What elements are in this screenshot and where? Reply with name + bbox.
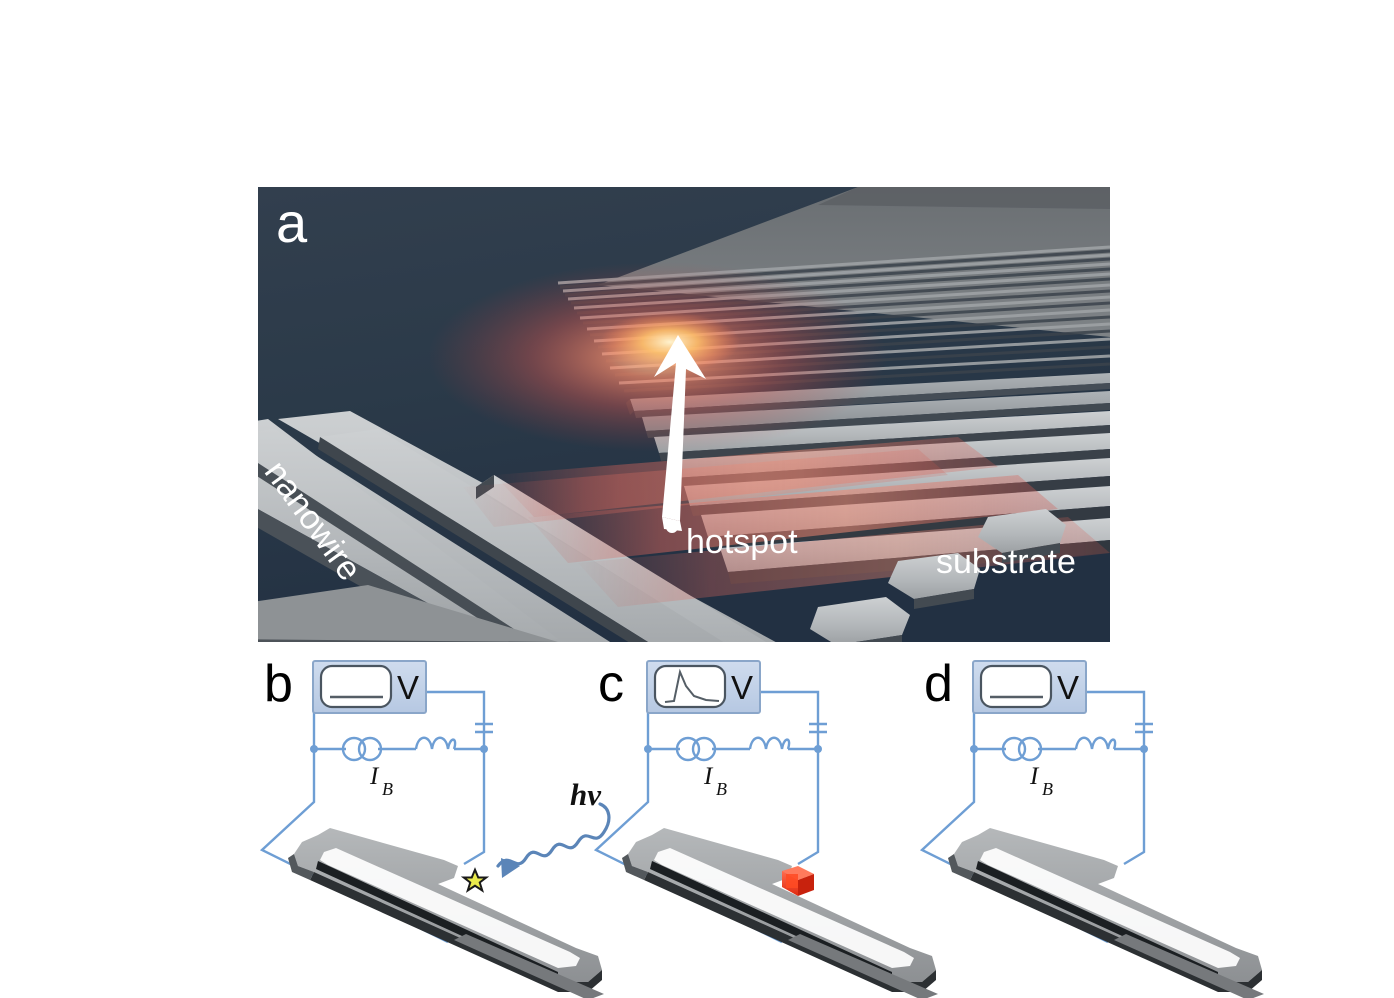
capacitor-icon xyxy=(809,722,827,734)
glow-core xyxy=(600,312,740,372)
inductor xyxy=(414,736,457,750)
voltmeter: V xyxy=(646,660,761,714)
node-right xyxy=(814,745,822,753)
panel-c-circuit: V I B xyxy=(592,652,952,998)
current-source xyxy=(341,736,383,762)
panel-d-circuit: V I B d xyxy=(918,652,1278,998)
voltmeter: V xyxy=(312,660,427,714)
bias-current-label: I xyxy=(703,763,714,790)
panel-a-illustration: a nanowire hotspot substrate xyxy=(258,187,1110,642)
bias-current-sub: B xyxy=(382,779,393,799)
left-plate xyxy=(258,585,558,642)
voltmeter: V xyxy=(972,660,1087,714)
bias-current-label: I xyxy=(1029,763,1040,790)
photon-wave xyxy=(496,802,611,868)
node-left xyxy=(644,745,652,753)
capacitor-icon xyxy=(1135,722,1153,734)
bias-current-label: I xyxy=(369,763,380,790)
red-glow xyxy=(463,437,1110,607)
voltmeter-trace-pulse xyxy=(664,668,720,703)
lower-right-turns xyxy=(810,509,1066,642)
label-substrate: substrate xyxy=(936,543,1076,581)
photon-energy-label: hv xyxy=(570,777,601,812)
node-left xyxy=(310,745,318,753)
panel-c-letter: c xyxy=(598,655,624,713)
node-right xyxy=(1140,745,1148,753)
photon-arrowhead xyxy=(501,858,520,878)
label-hotspot: hotspot xyxy=(686,523,798,561)
inductor xyxy=(748,736,791,750)
node-left xyxy=(970,745,978,753)
bias-current-sub: B xyxy=(716,779,727,799)
voltmeter-unit: V xyxy=(397,669,419,706)
panel-d-letter: d xyxy=(924,655,953,713)
voltmeter-unit: V xyxy=(731,669,753,706)
inductor xyxy=(1074,736,1117,750)
bias-current-sub: B xyxy=(1042,779,1053,799)
star-marker xyxy=(460,867,490,893)
current-source xyxy=(675,736,717,762)
panel-a-letter: a xyxy=(276,191,308,254)
front-wires xyxy=(258,429,611,642)
capacitor-icon xyxy=(475,722,493,734)
panel-b-letter: b xyxy=(264,655,293,713)
node-right xyxy=(480,745,488,753)
nanowire-meander xyxy=(948,828,1264,998)
hotspot-block xyxy=(782,866,814,896)
current-source xyxy=(1001,736,1043,762)
nanowire-meander xyxy=(288,828,604,998)
panel-b-circuit: V I B xyxy=(258,652,618,998)
hotspot-arrow xyxy=(654,335,706,533)
voltmeter-unit: V xyxy=(1057,669,1079,706)
nanowire-meander xyxy=(622,828,938,998)
